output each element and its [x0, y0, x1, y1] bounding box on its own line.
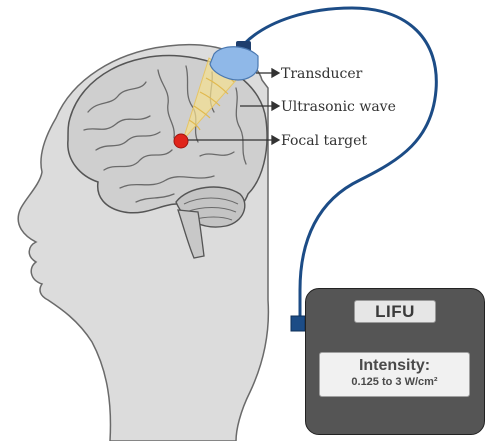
intensity-value: 0.125 to 3 W/cm²	[320, 375, 469, 390]
cable	[244, 8, 436, 322]
intensity-panel: Intensity: 0.125 to 3 W/cm²	[319, 352, 470, 397]
device-title: LIFU	[354, 300, 436, 323]
intensity-label: Intensity:	[320, 357, 469, 375]
lifu-device: LIFU Intensity: 0.125 to 3 W/cm²	[305, 288, 485, 435]
transducer-label: Transducer	[281, 66, 363, 82]
ultrasonic-wave-label: Ultrasonic wave	[281, 99, 396, 115]
cable-connector	[291, 316, 305, 331]
focal-target	[174, 134, 188, 148]
focal-target-label: Focal target	[281, 133, 367, 149]
